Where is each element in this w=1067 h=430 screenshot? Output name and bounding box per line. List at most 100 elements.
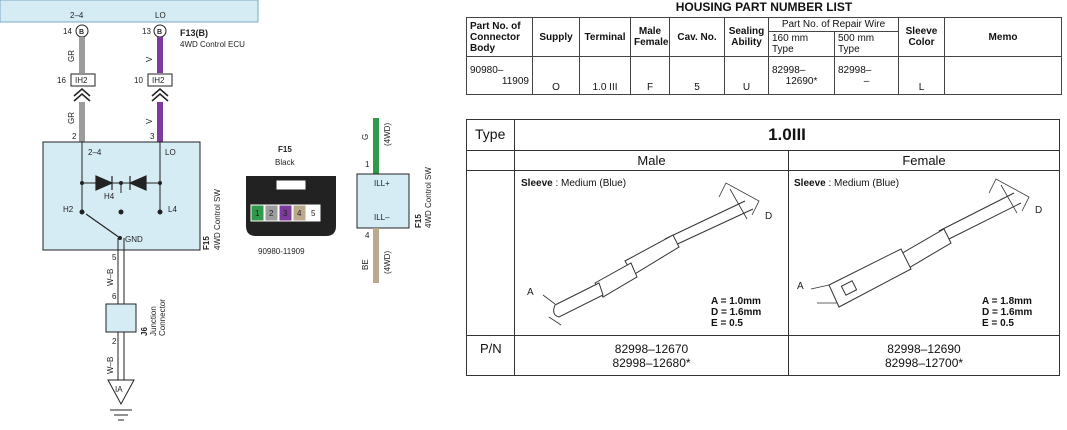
connector-latch bbox=[275, 179, 307, 191]
ill-be: BE bbox=[361, 259, 370, 270]
cell-part-no-1: 90980– bbox=[470, 64, 504, 76]
switch-arm bbox=[85, 213, 121, 239]
sw-term-24: 2–4 bbox=[88, 148, 102, 157]
female-body-shape bbox=[828, 248, 912, 308]
pn-label: P/N bbox=[480, 341, 502, 356]
ih2-left-label: IH2 bbox=[75, 76, 88, 85]
ill-minus: ILL– bbox=[374, 213, 390, 222]
sw-term-lo: LO bbox=[165, 148, 176, 157]
male-sleeve-key: Sleeve bbox=[521, 178, 553, 189]
male-dim-d-label: D bbox=[765, 211, 772, 222]
sw-pin-2: 2 bbox=[72, 132, 77, 141]
ih2-left-pin: 16 bbox=[57, 76, 66, 85]
table-row: 90980– 11909 O 1.0 III F 5 U 82998– 1269… bbox=[466, 56, 1062, 95]
hdr-500-type: 500 mm Type bbox=[834, 31, 899, 57]
female-sleeve-value: : Medium (Blue) bbox=[828, 178, 900, 189]
earth-lines-icon bbox=[110, 409, 132, 421]
cell-part-no-2: 11909 bbox=[501, 75, 529, 87]
cell-terminal: 1.0 III bbox=[579, 56, 631, 95]
female-dims: A = 1.8mm D = 1.6mm E = 0.5 bbox=[982, 296, 1032, 329]
ih2-right-label: IH2 bbox=[152, 76, 165, 85]
grid-line bbox=[467, 335, 1059, 336]
wire-v-upper: V bbox=[145, 56, 154, 62]
diode-right-icon bbox=[128, 175, 147, 191]
wire-wb-1: W–B bbox=[106, 269, 115, 286]
green-wire bbox=[373, 118, 379, 174]
female-dim-d-label: D bbox=[1035, 205, 1042, 216]
dim-d-female bbox=[988, 178, 1030, 214]
pin-6: 6 bbox=[112, 292, 117, 301]
terminal-table: Type 1.0III Male Female Sleeve : Medium … bbox=[466, 119, 1060, 376]
connector-pin-5 bbox=[306, 204, 321, 222]
ill-g: G bbox=[361, 134, 370, 140]
conn-ref: F15 bbox=[278, 145, 292, 154]
gray-wire-lower bbox=[79, 102, 85, 142]
female-header: Female bbox=[902, 153, 946, 168]
grid-line bbox=[514, 150, 1059, 151]
hdr-160-type: 160 mm Type bbox=[768, 31, 835, 57]
ecu-pin13: 13 bbox=[142, 27, 151, 36]
female-pn-1: 82998–12690 bbox=[887, 342, 961, 356]
wire-wb-2: W–B bbox=[106, 357, 115, 374]
chevron-left-icon bbox=[73, 88, 91, 102]
ill-ref: F15 bbox=[414, 214, 423, 228]
female-wire-line bbox=[938, 192, 1022, 242]
wire-v-lower: V bbox=[145, 118, 154, 124]
male-wire-line bbox=[664, 200, 754, 248]
ill-name: 4WD Control SW bbox=[424, 167, 433, 228]
contact-h4 bbox=[118, 209, 124, 215]
conn-color: Black bbox=[275, 158, 296, 167]
female-terminal-drawing: D A bbox=[797, 178, 1042, 308]
female-sleeve: Sleeve : Medium (Blue) bbox=[794, 178, 899, 189]
node-dot-3 bbox=[158, 181, 162, 185]
housing-list-title: HOUSING PART NUMBER LIST bbox=[675, 0, 853, 14]
female-pn-2: 82998–12700* bbox=[884, 356, 964, 370]
j6-connector bbox=[105, 303, 137, 333]
diode-left-icon bbox=[95, 175, 114, 191]
grid-line bbox=[467, 170, 1059, 171]
control-switch-box bbox=[42, 141, 201, 251]
connector-pin-1 bbox=[250, 204, 265, 222]
hdr-cav-no: Cav. No. bbox=[669, 17, 725, 57]
grid-line bbox=[514, 150, 515, 376]
female-pn: 82998–12690 82998–12700* bbox=[789, 342, 1059, 370]
housing-table: Part No. of Connector Body Supply Termin… bbox=[466, 17, 1062, 95]
j6-name-2: Connector bbox=[158, 299, 167, 336]
sw-h4: H4 bbox=[104, 192, 115, 201]
contact-l4 bbox=[157, 209, 163, 215]
male-sleeve: Sleeve : Medium (Blue) bbox=[521, 178, 626, 189]
male-dim-d: D = 1.6mm bbox=[711, 307, 762, 318]
cell-part-no: 90980– 11909 bbox=[466, 56, 533, 95]
male-dim-e: E = 0.5 bbox=[711, 318, 743, 329]
ecu-pin13-name: LO bbox=[155, 11, 166, 20]
connector-pin-4 bbox=[292, 204, 307, 222]
dim-d-male bbox=[718, 182, 760, 220]
illumination-box bbox=[356, 173, 410, 229]
grid-line bbox=[514, 120, 515, 150]
ground-label: IA bbox=[115, 385, 123, 394]
cell-sleeve-color: L bbox=[898, 56, 945, 95]
conn-pin-label-3: 3 bbox=[283, 209, 288, 218]
sw-name: 4WD Control SW bbox=[213, 189, 222, 250]
ecu-pin14-name: 2–4 bbox=[70, 11, 84, 20]
female-dim-a-label: A bbox=[797, 281, 804, 292]
pin-2b: 2 bbox=[112, 337, 117, 346]
conn-pin-label-4: 4 bbox=[297, 209, 302, 218]
hdr-sealing: Sealing Ability bbox=[724, 17, 769, 57]
hdr-male-female: Male Female bbox=[630, 17, 670, 57]
sw-l4: L4 bbox=[168, 205, 177, 214]
male-pin-shape bbox=[553, 282, 604, 318]
female-sleeve-key: Sleeve bbox=[794, 178, 826, 189]
conn-pin-label-1: 1 bbox=[255, 209, 260, 218]
cell-500-1: 82998– bbox=[838, 64, 872, 76]
cell-160-2: 12690* bbox=[785, 75, 818, 87]
ecu-name: 4WD Control ECU bbox=[180, 40, 245, 49]
male-dim-a: A = 1.0mm bbox=[711, 296, 761, 307]
switch-pivot bbox=[118, 236, 122, 240]
cell-cav-no: 5 bbox=[669, 56, 725, 95]
wiring-diagram: 2–4 LO 14 B 13 B F13(B) 4WD Control ECU … bbox=[0, 0, 433, 421]
male-dims: A = 1.0mm D = 1.6mm E = 0.5 bbox=[711, 296, 761, 329]
ecu-pin14-sig: B bbox=[79, 29, 84, 36]
male-pn-2: 82998–12680* bbox=[612, 356, 691, 370]
sw-h2: H2 bbox=[63, 205, 74, 214]
